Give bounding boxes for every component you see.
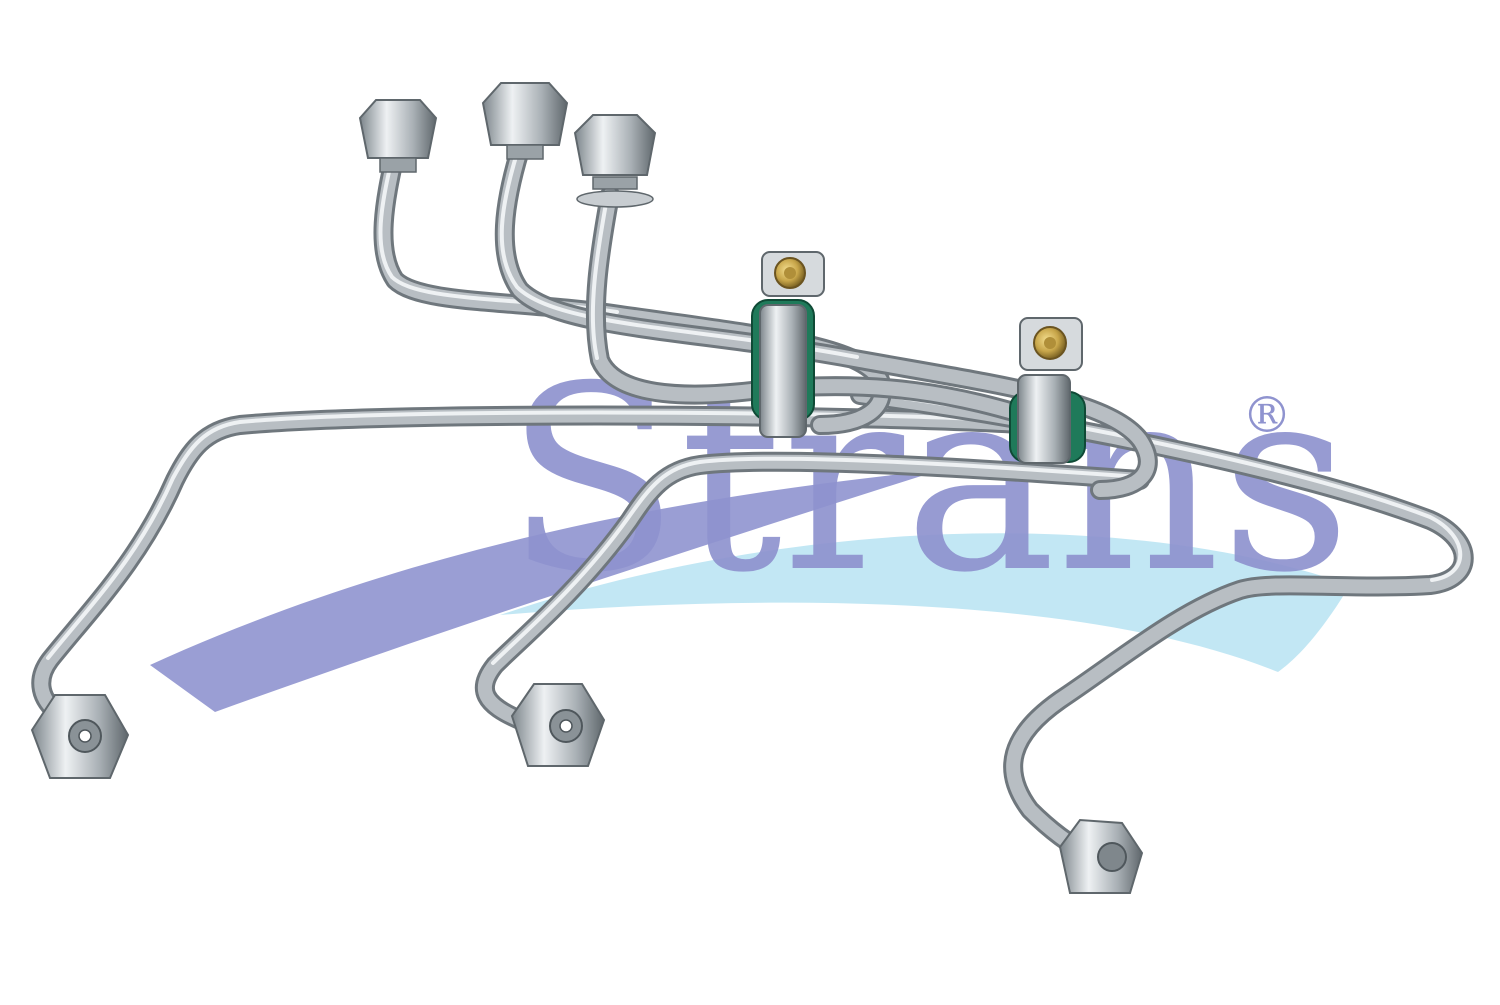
bottom-nut-right bbox=[1058, 818, 1144, 894]
top-nut-2 bbox=[481, 82, 569, 160]
watermark-registered-mark: ® bbox=[1242, 386, 1292, 444]
watermark-swoosh-cyan bbox=[500, 533, 1350, 672]
pipe-upper-c bbox=[585, 185, 1050, 430]
watermark-swoosh-blue bbox=[150, 470, 940, 712]
top-nut-3 bbox=[573, 114, 657, 208]
pipe-middle bbox=[474, 451, 1150, 730]
pipe-upper-b bbox=[494, 140, 1158, 500]
bottom-nut-middle bbox=[510, 683, 606, 767]
bottom-nut-left bbox=[30, 694, 130, 779]
clamp-right bbox=[1009, 317, 1086, 464]
top-nut-1 bbox=[358, 99, 438, 173]
clamp-left bbox=[751, 251, 825, 438]
